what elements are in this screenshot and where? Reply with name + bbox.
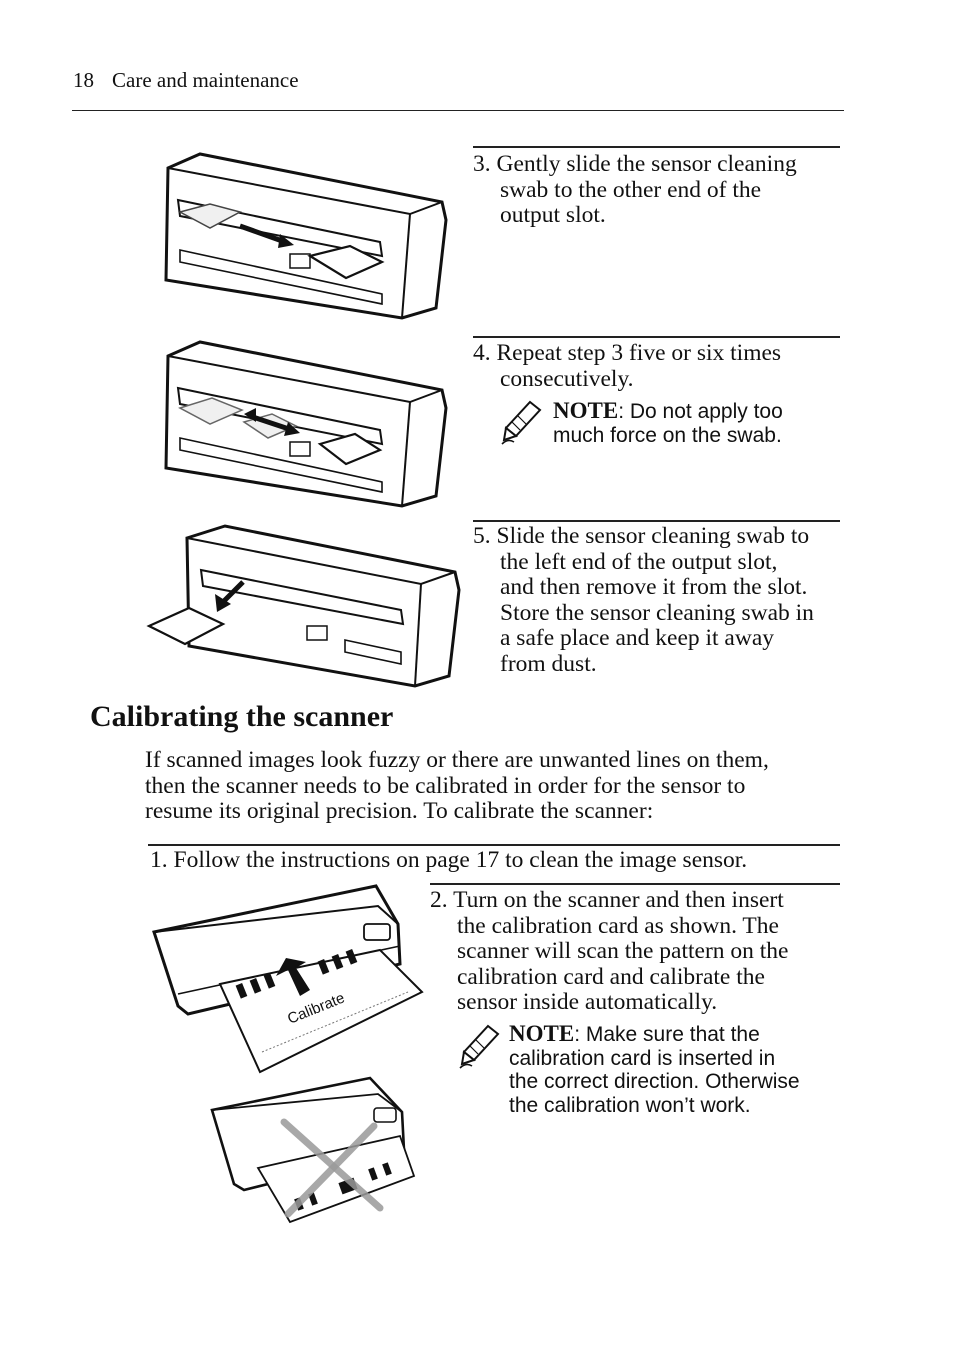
note-line: much force on the swab. <box>553 423 782 447</box>
cal-step-1-text: 1. Follow the instructions on page 17 to… <box>150 847 748 873</box>
cal-step-2-rule <box>430 883 840 885</box>
section-title: Calibrating the scanner <box>90 700 394 733</box>
scanner-swab-repeat-figure <box>164 340 448 508</box>
note-line: the correct direction. Otherwise <box>509 1070 800 1093</box>
intro-line: then the scanner needs to be calibrated … <box>145 772 746 799</box>
scanner-swab-slide-figure <box>164 152 448 320</box>
cal-step-1-rule <box>148 844 840 846</box>
step-line: 5. Slide the sensor cleaning swab to <box>473 523 810 549</box>
cal-step-2-text: 2. Turn on the scanner and then insert t… <box>430 887 789 1016</box>
step-line: swab to the other end of the <box>500 176 762 203</box>
note-line: calibration card is inserted in <box>509 1046 776 1070</box>
step-line: 3. Gently slide the sensor cleaning <box>473 151 797 177</box>
note-label: NOTE <box>509 1021 575 1046</box>
pencil-note-icon <box>501 400 542 445</box>
intro-line: resume its original precision. To calibr… <box>145 798 654 824</box>
note-label: NOTE <box>553 398 619 423</box>
note-1-text: NOTE: Do not apply too much force on the… <box>553 399 783 447</box>
page-number: 18 <box>73 68 94 92</box>
step-line: the left end of the output slot, <box>500 548 778 575</box>
note-line: : Do not apply too <box>618 400 783 423</box>
step-line: from dust. <box>500 650 597 677</box>
step-5-rule <box>473 520 840 522</box>
step-line: the calibration card as shown. The <box>457 912 779 939</box>
header-section-title: Care and maintenance <box>112 68 299 92</box>
header-divider <box>72 110 844 111</box>
calibration-intro: If scanned images look fuzzy or there ar… <box>145 747 769 825</box>
running-header: 18 Care and maintenance <box>73 68 299 93</box>
note-line: the calibration won’t work. <box>509 1093 751 1117</box>
note-2-text: NOTE: Make sure that the calibration car… <box>509 1022 800 1117</box>
intro-line: If scanned images look fuzzy or there ar… <box>145 747 769 773</box>
step-3-rule <box>473 146 840 148</box>
note-line: : Make sure that the <box>574 1023 760 1046</box>
step-line: a safe place and keep it away <box>500 625 775 651</box>
step-line: sensor inside automatically. <box>457 989 718 1015</box>
step-5-text: 5. Slide the sensor cleaning swab to the… <box>473 523 814 677</box>
step-line: 4. Repeat step 3 five or six times <box>473 340 782 366</box>
step-line: 2. Turn on the scanner and then insert <box>430 887 784 913</box>
step-line: consecutively. <box>500 365 634 392</box>
step-line: calibration card and calibrate the <box>457 963 765 990</box>
step-4-text: 4. Repeat step 3 five or six times conse… <box>473 340 782 392</box>
scanner-swab-remove-figure <box>146 524 461 688</box>
step-line: and then remove it from the slot. <box>500 574 808 600</box>
step-line: output slot. <box>500 202 606 228</box>
step-3-text: 3. Gently slide the sensor cleaning swab… <box>473 151 797 229</box>
step-4-rule <box>473 336 840 338</box>
red-x-icon <box>280 1118 384 1218</box>
pencil-note-icon <box>459 1024 500 1069</box>
calibration-correct-figure: Calibrate <box>152 884 424 1074</box>
step-line: Store the sensor cleaning swab in <box>500 599 814 626</box>
step-line: scanner will scan the pattern on the <box>457 938 789 964</box>
calibration-wrong-figure <box>210 1076 416 1224</box>
